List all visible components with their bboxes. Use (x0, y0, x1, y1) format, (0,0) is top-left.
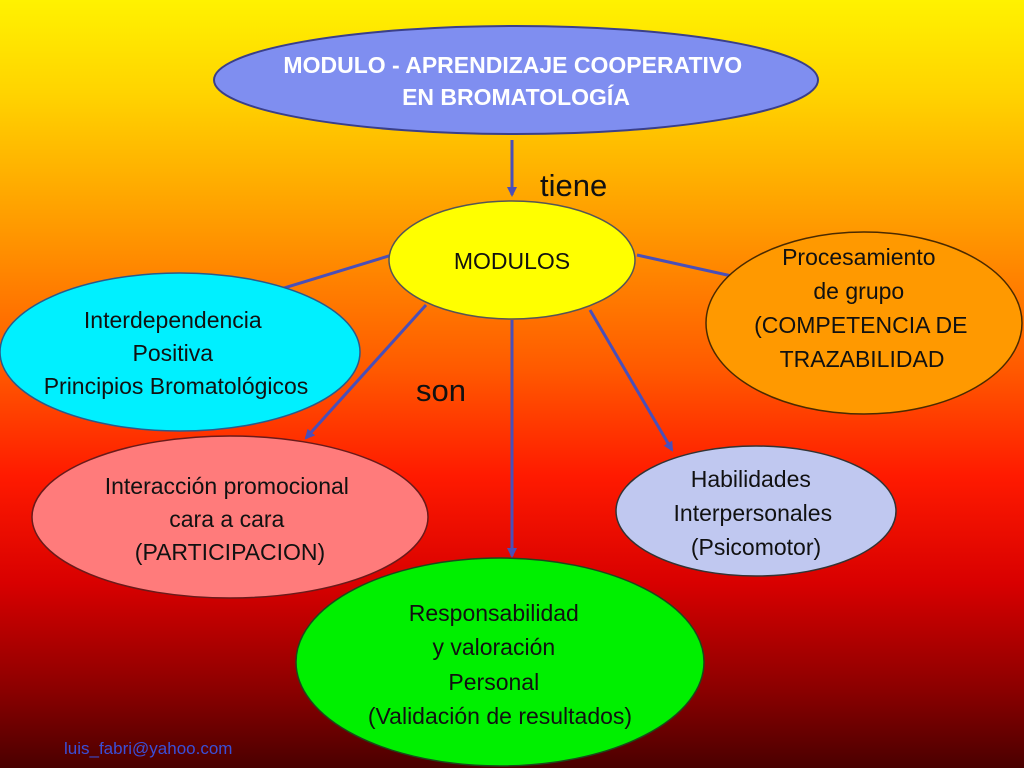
interaccion-line-3: (PARTICIPACION) (135, 539, 325, 565)
procesamiento-node: Procesamiento de grupo (COMPETENCIA DE T… (705, 231, 1023, 415)
interaccion-ellipse (31, 435, 429, 599)
responsabilidad-line-2: y valoración (432, 634, 555, 660)
responsabilidad-line-1: Responsabilidad (409, 600, 579, 626)
habilidades-ellipse (615, 445, 897, 577)
svg-text:Interacción promocional: Interacción promocional cara a cara (PAR… (105, 473, 356, 565)
title-line-1: MODULO - APRENDIZAJE COOPERATIVO (283, 52, 742, 78)
responsabilidad-node: Responsabilidad y valoración Personal (V… (295, 557, 705, 767)
modulos-ellipse (388, 200, 636, 320)
habilidades-line-2: Interpersonales (674, 500, 833, 526)
label-son: son (416, 373, 466, 408)
interaccion-line-1: Interacción promocional (105, 473, 349, 499)
label-tiene: tiene (540, 168, 607, 203)
responsabilidad-line-3: Personal (448, 669, 539, 695)
modulos-node: MODULOS (388, 200, 636, 320)
interaccion-node: Interacción promocional cara a cara (PAR… (31, 435, 429, 599)
title-line-2: EN BROMATOLOGÍA (402, 83, 630, 110)
interdependencia-line-3: Principios Bromatológicos (44, 373, 309, 399)
habilidades-node: Habilidades Interpersonales (Psicomotor) (615, 445, 897, 577)
procesamiento-ellipse (705, 231, 1023, 415)
interdependencia-ellipse (0, 272, 361, 432)
author-email: luis_fabri@yahoo.com (64, 739, 233, 758)
procesamiento-line-3: (COMPETENCIA DE (754, 312, 967, 338)
svg-text:MODULOS: MODULOS (454, 248, 570, 274)
responsabilidad-line-4: (Validación de resultados) (368, 703, 632, 729)
procesamiento-line-2: de grupo (813, 278, 904, 304)
title-node: MODULO - APRENDIZAJE COOPERATIVO EN BROM… (213, 25, 819, 135)
interdependencia-node: Interdependencia Positiva Principios Bro… (0, 272, 361, 432)
interaccion-line-2: cara a cara (169, 506, 284, 532)
interdependencia-line-1: Interdependencia (84, 307, 262, 333)
arrow-to-interaccion (304, 303, 428, 440)
svg-text:MODULO - APRENDIZAJE COOPERATI: MODULO - APRENDIZAJE COOPERATIVO EN BROM… (283, 52, 748, 110)
svg-text:Procesamiento de grupo: Procesamiento de grupo (COMPETENCIA DE T… (754, 244, 974, 372)
svg-text:Responsabilidad y valora: Responsabilidad y valoración Personal (V… (368, 600, 632, 729)
habilidades-line-1: Habilidades (691, 466, 811, 492)
title-ellipse (213, 25, 819, 135)
interdependencia-line-2: Positiva (133, 340, 214, 366)
svg-text:Habilidades Interpersona: Habilidades Interpersonales (Psicomotor) (674, 466, 839, 560)
procesamiento-line-1: Procesamiento (782, 244, 935, 270)
procesamiento-line-4: TRAZABILIDAD (780, 346, 945, 372)
svg-text:Interdependencia Positiv: Interdependencia Positiva Principios Bro… (44, 307, 309, 399)
arrow-to-habilidades (588, 309, 674, 452)
modulos-label: MODULOS (454, 248, 570, 274)
responsabilidad-ellipse (295, 557, 705, 767)
habilidades-line-3: (Psicomotor) (691, 534, 821, 560)
